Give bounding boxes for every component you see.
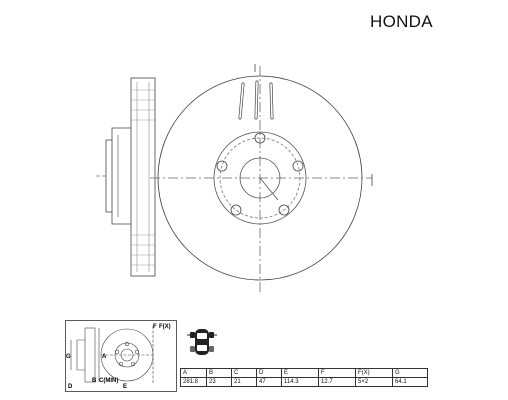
legend-label-b: B (92, 378, 97, 384)
legend-label-d: D (68, 384, 73, 390)
spec-header-row: A B C D E F F(X) G (180, 368, 428, 378)
spec-value-cell: 114.3 (281, 377, 319, 387)
spec-header-cell: B (206, 368, 232, 378)
spec-header-cell: F (318, 368, 356, 378)
dimension-legend-diagram: G A F F(X) D B C(MIN) E (65, 320, 177, 392)
spec-table: A B C D E F F(X) G 281.8 23 21 47 114.3 … (180, 368, 428, 387)
car-front-axle-icon (187, 329, 217, 355)
legend-label-a: A (102, 354, 107, 360)
spec-header-cell: G (392, 368, 428, 378)
spec-value-cell: 12.7 (318, 377, 356, 387)
spec-value-cell: 23 (206, 377, 232, 387)
legend-label-c: C(MIN) (99, 378, 118, 384)
spec-value-cell: 47 (256, 377, 282, 387)
spec-header-cell: F(X) (355, 368, 393, 378)
legend-label-f: F (153, 324, 157, 330)
legend-label-e: E (123, 384, 127, 390)
disc-side-profile (96, 77, 156, 277)
brand-title: HONDA (370, 12, 433, 31)
spec-value-row: 281.8 23 21 47 114.3 12.7 5×2 64.1 (180, 377, 428, 387)
legend-label-fx: F(X) (159, 324, 171, 330)
spec-header-cell: A (180, 368, 207, 378)
spec-value-cell: 5×2 (355, 377, 393, 387)
spec-value-cell: 21 (231, 377, 257, 387)
spec-value-cell: 64.1 (392, 377, 428, 387)
disc-front-view (150, 64, 373, 292)
legend-label-g: G (66, 354, 71, 360)
spec-header-cell: D (256, 368, 282, 378)
spec-value-cell: 281.8 (180, 377, 207, 387)
spec-header-cell: C (231, 368, 257, 378)
spec-header-cell: E (281, 368, 319, 378)
